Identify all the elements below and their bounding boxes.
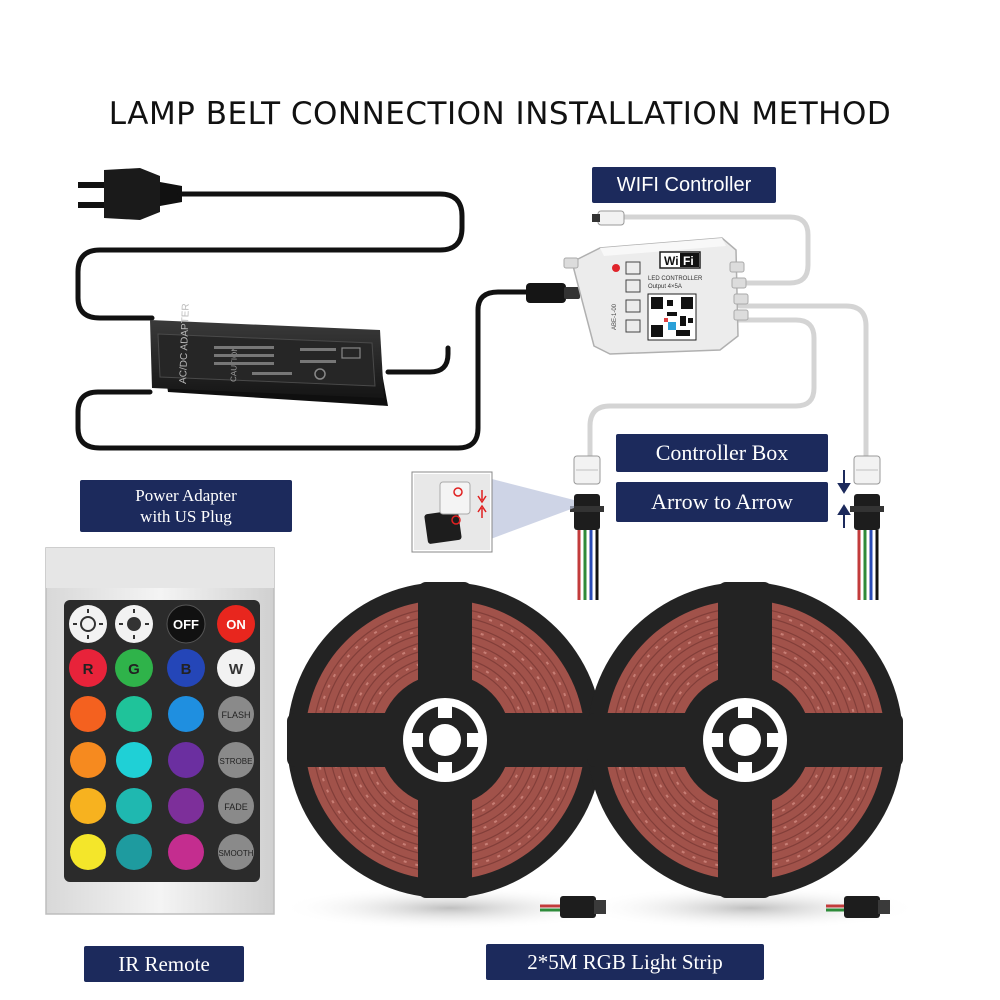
controller-box-label: Controller Box [616,434,828,472]
controller-fi: Fi [683,254,694,268]
controller-line1: LED CONTROLLER [648,276,703,282]
svg-text:ON: ON [226,617,246,632]
svg-text:SMOOTH: SMOOTH [218,849,253,858]
fade-button[interactable]: FADE [218,788,254,824]
svg-text:FADE: FADE [224,802,248,812]
dc-connector [526,283,580,303]
color-button-row-4[interactable] [70,834,204,870]
svg-text:W: W [229,661,244,678]
color-button-row-1[interactable] [70,696,204,732]
ir-remote: OFF ON R G B W [46,548,274,914]
smooth-button[interactable]: SMOOTH [218,834,254,870]
green-button[interactable]: G [115,649,153,687]
power-cable [78,194,540,448]
svg-text:OFF: OFF [173,617,199,632]
wifi-controller-box: Wi Fi LED CONTROLLER Output 4×5A ABE-1-0… [564,238,748,354]
wifi-controller-label: WIFI Controller [592,167,776,203]
arrow-to-arrow-label: Arrow to Arrow [616,482,828,522]
connector-zoom-inset [412,472,574,552]
sun-icon [127,617,141,631]
brightness-up-button[interactable] [69,605,107,643]
left-led-reel [287,582,603,898]
left-output-connector [570,456,604,600]
svg-text:STROBE: STROBE [220,757,253,766]
controller-line2: Output 4×5A [648,284,682,290]
power-adapter-label-line2: with US Plug [140,506,232,527]
qr-code-icon [648,294,696,340]
svg-text:G: G [128,661,140,678]
flash-button[interactable]: FLASH [218,696,254,732]
blue-button[interactable]: B [167,649,205,687]
power-adapter-label-line1: Power Adapter [135,485,237,506]
strobe-button[interactable]: STROBE [218,742,254,778]
color-button-row-3[interactable] [70,788,204,824]
right-led-reel [587,582,903,898]
controller-side-text: ABE-1-00 [612,303,618,330]
controller-wi: Wi [664,254,679,268]
on-button[interactable]: ON [217,605,255,643]
brightness-down-button[interactable] [115,605,153,643]
white-button[interactable]: W [217,649,255,687]
power-adapter-label: Power Adapter with US Plug [80,480,292,532]
svg-text:FLASH: FLASH [221,710,250,720]
light-strip-label: 2*5M RGB Light Strip [486,944,764,980]
red-button[interactable]: R [69,649,107,687]
power-adapter: AC/DC ADAPTER CAUTION [150,303,388,406]
svg-text:B: B [181,661,192,678]
right-output-connector [850,456,884,600]
svg-text:R: R [83,661,94,678]
wifi-antenna-connector [592,211,624,225]
alignment-arrows-icon [839,470,849,528]
us-plug [78,168,182,220]
ir-remote-label: IR Remote [84,946,244,982]
off-button[interactable]: OFF [167,605,205,643]
color-button-row-2[interactable] [70,742,204,778]
